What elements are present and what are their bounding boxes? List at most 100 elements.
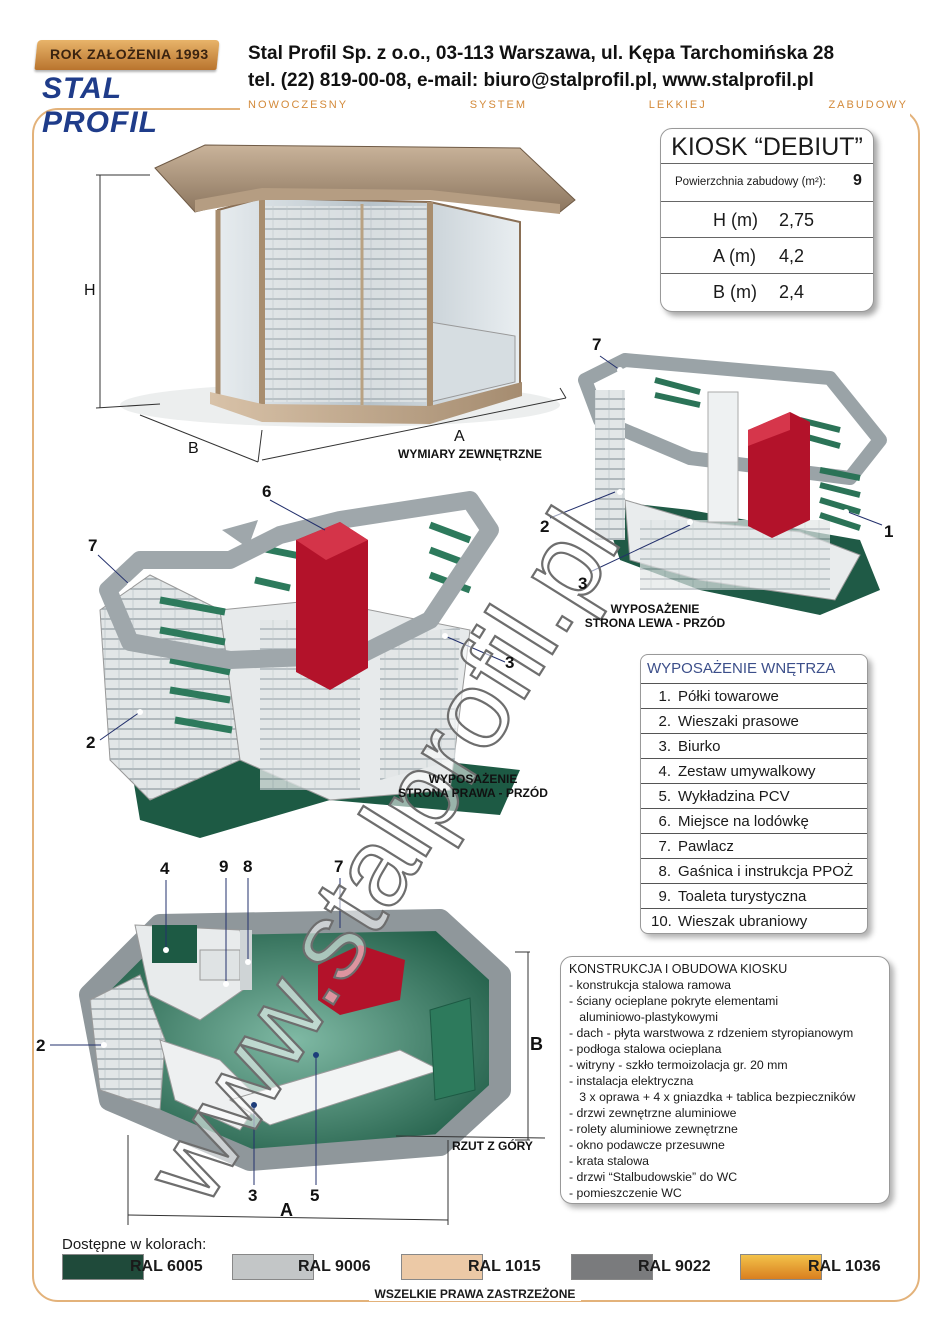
- caption-external: WYMIARY ZEWNĘTRZNE: [398, 447, 542, 461]
- list-item-label: Wieszak ubraniowy: [678, 913, 808, 930]
- construction-line: - rolety aluminiowe zewnętrzne: [569, 1122, 738, 1136]
- dim-b: B: [188, 440, 199, 457]
- colors-label: Dostępne w kolorach:: [62, 1236, 207, 1253]
- list-item-number: 9.: [658, 888, 671, 905]
- spec-row-label: B (m): [713, 282, 757, 302]
- construction-box: KONSTRUKCJA I OBUDOWA KIOSKU - konstrukc…: [560, 956, 890, 1204]
- list-item-label: Wykładzina PCV: [678, 788, 790, 805]
- construction-line: - dach - płyta warstwowa z rdzeniem styr…: [569, 1026, 854, 1040]
- color-name: RAL 9022: [638, 1258, 711, 1275]
- list-item-number: 6.: [658, 813, 671, 830]
- color-swatch: [571, 1254, 653, 1280]
- list-item-label: Wieszaki prasowe: [678, 713, 799, 730]
- list-item: 1. Półki towarowe: [641, 683, 867, 708]
- list-item-label: Gaśnica i instrukcja PPOŻ: [678, 863, 854, 880]
- spec-row-label: H (m): [713, 210, 758, 230]
- callout-2: 2: [36, 1036, 46, 1055]
- list-item: 7. Pawlacz: [641, 833, 867, 858]
- list-item-number: 5.: [658, 788, 671, 805]
- logo-name: STAL PROFIL: [42, 72, 158, 139]
- construction-line: - okno podawcze przesuwne: [569, 1138, 725, 1152]
- slogan-word: ZABUDOWY: [828, 99, 908, 111]
- dim-h: H: [84, 282, 96, 299]
- frame-gap: [240, 98, 910, 116]
- color-swatch: [232, 1254, 314, 1280]
- spec-row-value: 4,2: [779, 246, 805, 266]
- construction-line: - instalacja elektryczna: [569, 1074, 694, 1088]
- callout-7: 7: [334, 857, 344, 876]
- list-item-number: 8.: [658, 863, 671, 880]
- callout-9: 9: [219, 857, 229, 876]
- callout-2: 2: [86, 733, 96, 752]
- list-item: 2. Wieszaki prasowe: [641, 708, 867, 733]
- color-name: RAL 1036: [808, 1258, 881, 1275]
- list-item-label: Toaleta turystyczna: [678, 888, 807, 905]
- list-item-label: Miejsce na lodówkę: [678, 813, 809, 830]
- callout-3: 3: [578, 574, 588, 593]
- list-item: 5. Wykładzina PCV: [641, 783, 867, 808]
- list-item-number: 4.: [658, 763, 671, 780]
- list-item-number: 7.: [658, 838, 671, 855]
- callout-3: 3: [505, 653, 515, 672]
- list-item: 9. Toaleta turystyczna: [641, 883, 867, 908]
- construction-line: 3 x oprawa + 4 x gniazdka + tablica bezp…: [569, 1090, 856, 1104]
- color-swatch: [401, 1254, 483, 1280]
- color-name: RAL 6005: [130, 1258, 203, 1275]
- callout-1: 1: [884, 522, 894, 541]
- spec-row-label: A (m): [713, 246, 756, 266]
- construction-line: - podłoga stalowa ocieplana: [569, 1042, 722, 1056]
- equipment-list: WYPOSAŻENIE WNĘTRZA 1.Półki towarowe 2.W…: [640, 654, 868, 934]
- slogan-word: NOWOCZESNY: [248, 99, 349, 111]
- list-item: 10.Wieszak ubraniowy: [641, 908, 867, 933]
- dim-b-plan: B: [530, 1034, 543, 1054]
- color-swatch: [740, 1254, 822, 1280]
- caption-right-front-line2: STRONA PRAWA - PRZÓD: [398, 786, 548, 800]
- list-item: 3.Biurko: [641, 733, 867, 758]
- slogan-word: LEKKIEJ: [648, 99, 707, 111]
- construction-line: - pomieszczenie WC: [569, 1186, 682, 1200]
- dim-a-plan: A: [280, 1200, 293, 1220]
- callout-2: 2: [540, 517, 550, 536]
- construction-line: - krata stalowa: [569, 1154, 649, 1168]
- list-item-label: Biurko: [678, 738, 721, 755]
- company-logo: ROK ZAŁOŻENIA 1993 STAL PROFIL: [34, 40, 220, 139]
- caption-top-view: RZUT Z GÓRY: [452, 1139, 533, 1153]
- company-contact: tel. (22) 819-00-08, e-mail: biuro@stalp…: [248, 70, 814, 91]
- spec-divider: [661, 163, 873, 164]
- footer-rights: WSZELKIE PRAWA ZASTRZEŻONE: [0, 1287, 950, 1301]
- spec-box: KIOSK “DEBIUT” Powierzchnia zabudowy (m²…: [660, 128, 874, 312]
- callout-7: 7: [88, 536, 98, 555]
- interior-left-front-drawing: [549, 353, 887, 615]
- callout-4: 4: [160, 859, 170, 878]
- spec-area-label: Powierzchnia zabudowy (m²):: [675, 176, 826, 188]
- callout-3: 3: [248, 1186, 258, 1205]
- spec-row-value: 2,4: [779, 282, 805, 302]
- caption-left-front: WYPOSAŻENIE STRONA LEWA - PRZÓD: [560, 602, 750, 630]
- construction-line: - witryny - szkło termoizolacja gr. 20 m…: [569, 1058, 788, 1072]
- kiosk-exterior-drawing: [95, 144, 576, 463]
- list-item: 8. Gaśnica i instrukcja PPOŻ: [641, 858, 867, 883]
- caption-right-front-line1: WYPOSAŻENIE: [428, 772, 518, 786]
- spec-area-value: 9: [853, 172, 862, 189]
- list-item-number: 1.: [658, 688, 671, 705]
- footer-rights-text: WSZELKIE PRAWA ZASTRZEŻONE: [368, 1287, 582, 1301]
- spec-row: A (m) 4,2: [661, 237, 873, 273]
- spec-row: H (m) 2,75: [661, 201, 873, 237]
- construction-line: - drzwi “Stalbudowskie” do WC: [569, 1170, 738, 1184]
- slogan: NOWOCZESNY SYSTEM LEKKIEJ ZABUDOWY: [248, 99, 908, 111]
- construction-line: aluminiowo-plastykowymi: [569, 1010, 718, 1024]
- list-item-label: Pawlacz: [678, 838, 734, 855]
- caption-right-front: WYPOSAŻENIE STRONA PRAWA - PRZÓD: [378, 772, 568, 800]
- callout-8: 8: [243, 857, 253, 876]
- color-name: RAL 9006: [298, 1258, 371, 1275]
- construction-line: - konstrukcja stalowa ramowa: [569, 978, 731, 992]
- list-item-number: 2.: [658, 713, 671, 730]
- spec-row-value: 2,75: [779, 210, 815, 230]
- callout-5: 5: [310, 1186, 320, 1205]
- logo-year: ROK ZAŁOŻENIA 1993: [50, 46, 209, 62]
- color-name: RAL 1015: [468, 1258, 541, 1275]
- construction-line: - ściany ocieplane pokryte elementami: [569, 994, 779, 1008]
- color-swatch: [62, 1254, 144, 1280]
- list-item-label: Półki towarowe: [678, 688, 779, 705]
